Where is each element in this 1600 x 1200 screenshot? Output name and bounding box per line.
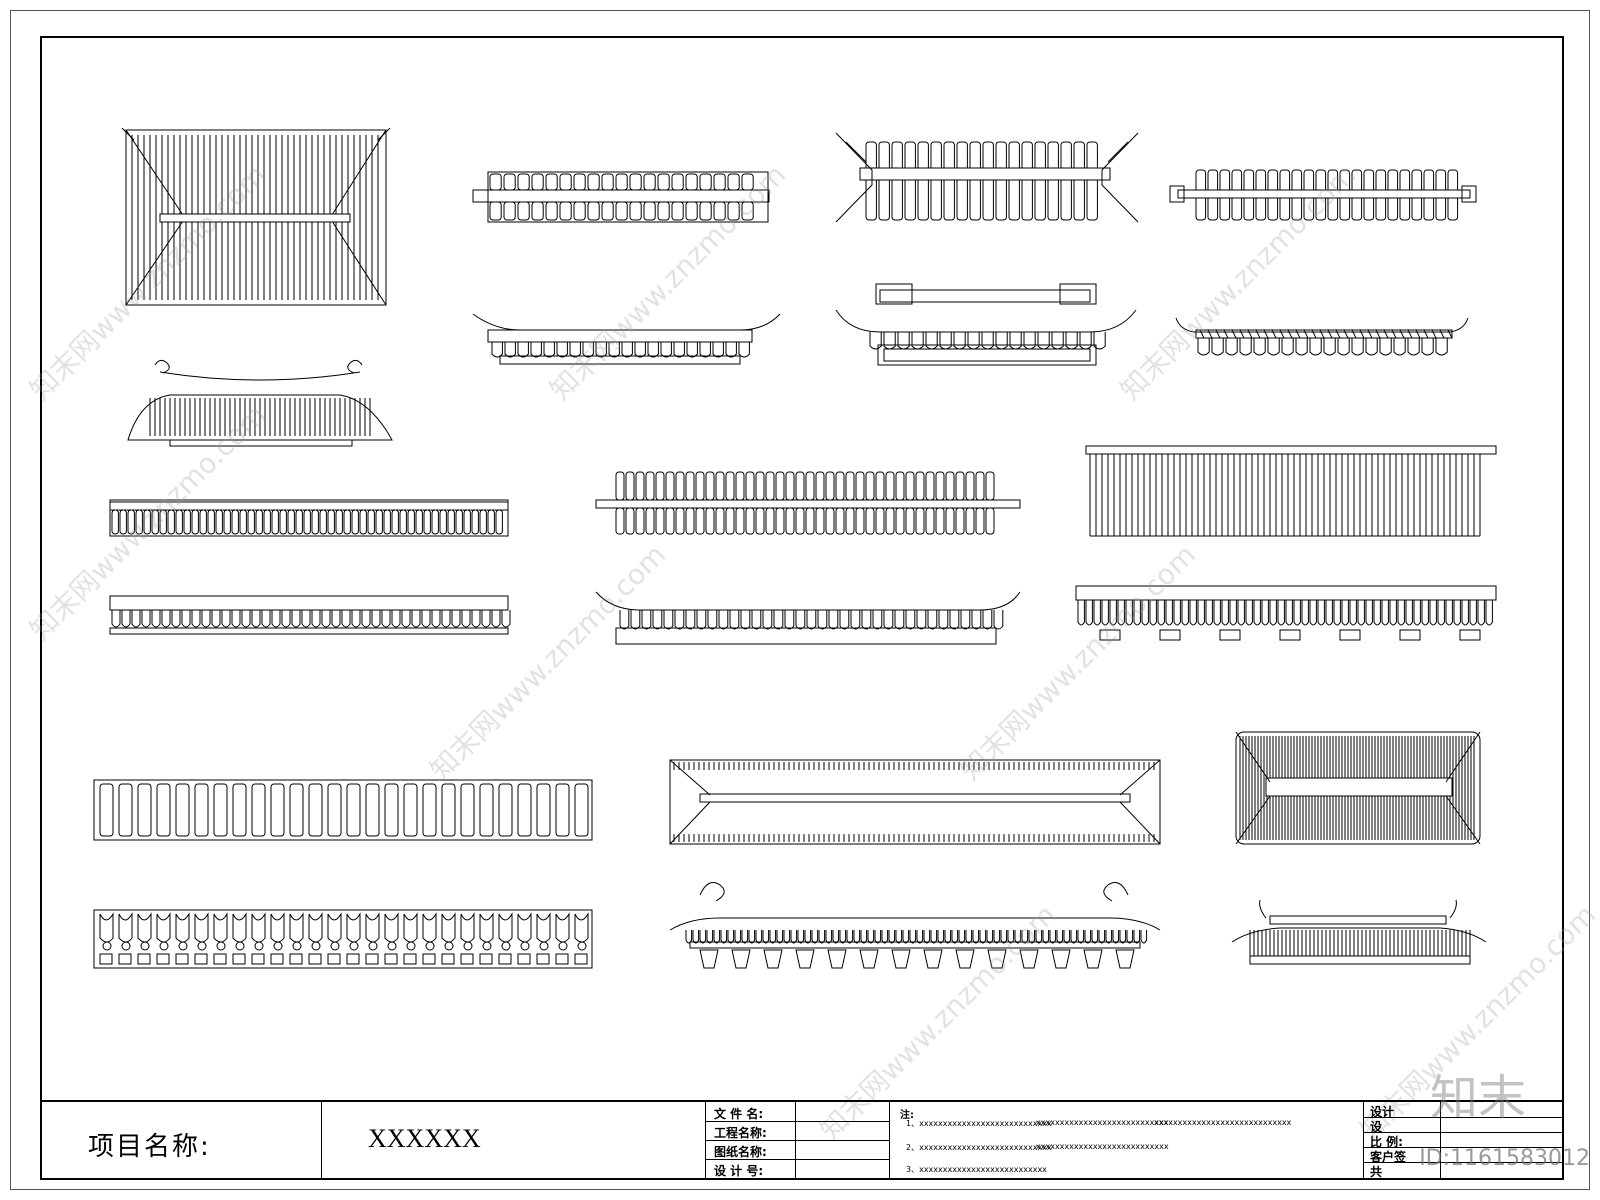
roof-plan-long-hip <box>669 759 1161 845</box>
wall-coping-elevation-1 <box>109 595 511 635</box>
drawing-sheet <box>10 10 1590 1190</box>
note-1: 1、xxxxxxxxxxxxxxxxxxxxxxxxxxxx <box>906 1119 1052 1128</box>
note-2: 2、xxxxxxxxxxxxxxxxxxxxxxxxxxxx <box>906 1143 1052 1152</box>
field-drawing-name: 图纸名称: <box>714 1145 767 1159</box>
wall-coping-plan-2 <box>595 471 1021 535</box>
image-id-watermark: ID:1161583012 <box>1419 1146 1590 1171</box>
project-value-cell: XXXXXX <box>322 1102 706 1180</box>
project-value: XXXXXX <box>368 1124 481 1153</box>
roof-plan-hip <box>121 127 391 306</box>
approval-design: 设计 <box>1370 1105 1395 1119</box>
note-2b: xxxxxxxxxxxxxxxxxxxxxxxxxxxx <box>1036 1142 1169 1151</box>
wall-coping-elevation-3 <box>1075 585 1497 641</box>
tile-strip-elevation <box>93 909 593 969</box>
notes-title: 注: <box>900 1110 914 1121</box>
ridge-plan-end-caps <box>1169 169 1477 221</box>
elevation-upturned-eaves <box>472 313 781 365</box>
approval-client-sign: 客户签 <box>1370 1150 1407 1164</box>
approval-designer: 设 <box>1370 1120 1383 1134</box>
project-label: 项目名称: <box>88 1132 211 1162</box>
wall-coping-elevation-2 <box>595 591 1021 645</box>
drawing-frame <box>40 36 1564 1180</box>
wall-coping-plan-1 <box>109 499 509 537</box>
tile-strip-plan <box>93 779 593 841</box>
elevation-ornamental-gable <box>835 283 1137 366</box>
brand-logo-watermark: 知末 <box>1429 1070 1526 1126</box>
notes-cell: 注: 1、xxxxxxxxxxxxxxxxxxxxxxxxxxxx xxxxxx… <box>890 1102 1364 1180</box>
title-block: 项目名称: XXXXXX 文 件 名: 工程名称: 图纸名称: 设 计 号: 注… <box>40 1100 1564 1180</box>
approval-cell: 设计 设 比 例: 客户签 共 <box>1364 1102 1562 1180</box>
elevation-lattice-band <box>1175 317 1469 356</box>
roof-plan-flying-eaves <box>835 132 1139 223</box>
note-1b: xxxxxxxxxxxxxxxxxxxxxxxxxxxx <box>1036 1118 1169 1127</box>
field-design-number: 设 计 号: <box>714 1164 764 1178</box>
field-values-cell <box>796 1102 890 1180</box>
project-label-cell: 项目名称: <box>40 1102 322 1180</box>
approval-total: 共 <box>1370 1165 1383 1179</box>
field-file-name: 文 件 名: <box>714 1107 764 1121</box>
approval-scale: 比 例: <box>1370 1135 1403 1149</box>
elevation-chiwen-ridge <box>669 882 1161 969</box>
wall-coping-plan-3 <box>1085 445 1497 537</box>
elevation-small-hall <box>1231 899 1487 965</box>
elevation-curved-ridge <box>127 359 393 447</box>
field-labels-cell: 文 件 名: 工程名称: 图纸名称: 设 计 号: <box>706 1102 796 1180</box>
roof-plan-dense <box>1235 731 1481 845</box>
note-3: 3、xxxxxxxxxxxxxxxxxxxxxxxxxxx <box>906 1165 1047 1174</box>
ridge-plan-straight <box>472 171 770 223</box>
note-1c: xxxxxxxxxxxxxxxxxxxxxxxxxxxxx <box>1154 1118 1292 1127</box>
field-project-name: 工程名称: <box>714 1126 767 1140</box>
